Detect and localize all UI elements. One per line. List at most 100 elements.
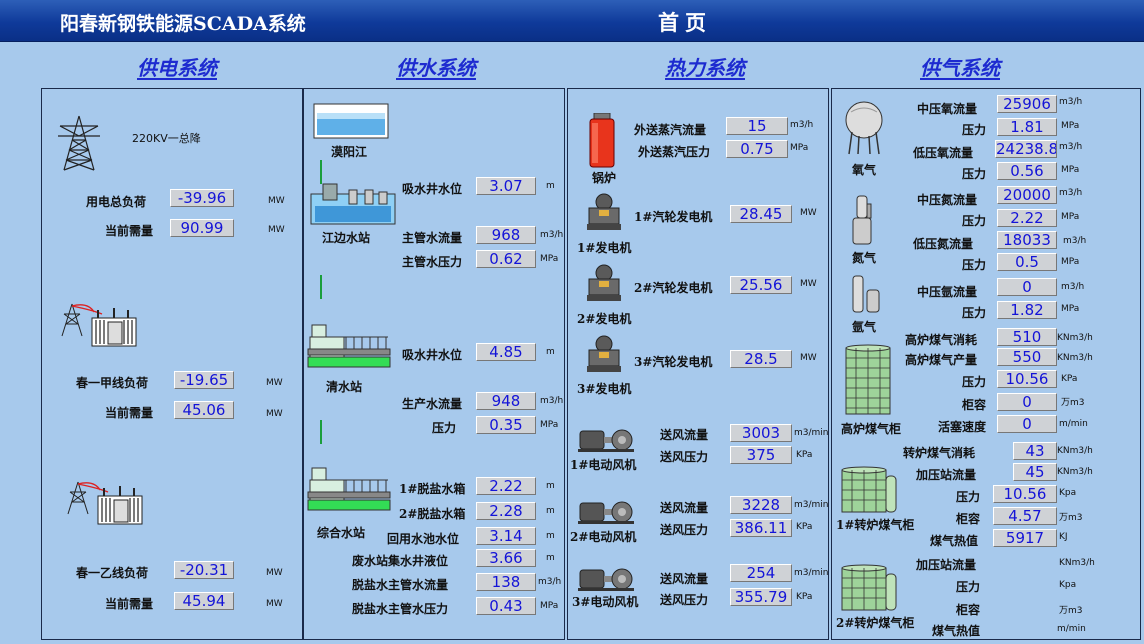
bf-gas-holder-name: 高炉煤气柜 [841,422,902,436]
converter-gas-volume-1-unit: 万m3 [1059,513,1083,523]
production-flow-unit: m3/h [540,396,564,406]
section-title-heat[interactable]: 热力系统 [665,56,745,80]
argon-tank-icon [851,274,883,316]
reuse-pool-level-unit: m [546,531,555,541]
waste-well-level-value: 3.66 [476,549,536,567]
section-title-power[interactable]: 供电系统 [137,56,217,80]
fan-2-flow-value: 3228 [730,496,792,514]
generator-2-icon [585,263,623,303]
oxygen-mp-pressure-unit: MPa [1061,121,1080,131]
page-title[interactable]: 首页 [658,10,712,35]
piston-speed-label: 活塞速度 [938,420,987,434]
integrated-water-station-icon [306,464,392,514]
oxygen-mp-pressure-value: 1.81 [997,118,1057,136]
power-total-load-unit: MW [268,196,285,206]
desalt-main-flow-label: 脱盐水主管水流量 [352,578,449,592]
boiler-icon [588,113,616,169]
riverside-level-unit: m [546,181,555,191]
bf-gas-consumption-label: 高炉煤气消耗 [905,333,978,347]
piston-speed-value: 0 [997,415,1057,433]
desalt-main-flow-value: 138 [476,573,536,591]
riverside-flow-value: 968 [476,226,536,244]
generator-3-unit: MW [800,353,817,363]
riverside-flow-label: 主管水流量 [402,231,463,245]
argon-name: 氩气 [852,320,877,334]
steam-flow-value: 15 [726,117,788,135]
bf-gas-output-value: 550 [997,348,1057,366]
clear-level-value: 4.85 [476,343,536,361]
bf-gas-volume-unit: 万m3 [1061,398,1085,408]
riverside-level-label: 吸水井水位 [402,182,463,196]
transformer-icon-2 [64,478,148,528]
bf-gas-pressure-value: 10.56 [997,370,1057,388]
power-demand-value: 90.99 [170,219,234,237]
power-demand-unit: MW [268,225,285,235]
fan-3-flow-label: 送风流量 [660,572,709,586]
desalt-tank-2-value: 2.28 [476,502,536,520]
transformer-icon [58,300,142,350]
app-title: 阳春新钢铁能源SCADA系统 [60,13,306,35]
fan-2-flow-label: 送风流量 [660,501,709,515]
fan-1-flow-label: 送风流量 [660,428,709,442]
production-pressure-unit: MPa [540,420,559,430]
line-a-load-label: 春一甲线负荷 [76,376,149,390]
converter-gas-consumption-label: 转炉煤气消耗 [903,446,976,460]
nitrogen-mp-pressure-label: 压力 [962,214,987,228]
argon-mp-pressure-value: 1.82 [997,301,1057,319]
argon-mp-flow-unit: m3/h [1061,282,1085,292]
panel-water [303,88,565,640]
argon-mp-pressure-unit: MPa [1061,304,1080,314]
fan-1-press-unit: KPa [796,450,813,460]
line-b-load-value: -20.31 [174,561,234,579]
steam-pressure-value: 0.75 [726,140,788,158]
desalt-tank-1-value: 2.22 [476,477,536,495]
desalt-tank-2-unit: m [546,506,555,516]
bf-gas-pressure-unit: KPa [1061,374,1078,384]
generator-1-name: 1#发电机 [577,241,632,255]
oxygen-name: 氧气 [852,163,877,177]
fan-1-press-label: 送风压力 [660,450,709,464]
steam-pressure-unit: MPa [790,143,809,153]
nitrogen-lp-pressure-unit: MPa [1061,257,1080,267]
converter-gas-holder-1-name: 1#转炉煤气柜 [836,518,915,532]
line-b-load-label: 春一乙线负荷 [76,566,149,580]
oxygen-mp-flow-unit: m3/h [1059,97,1083,107]
generator-1-icon [585,192,623,232]
section-title-gas[interactable]: 供气系统 [920,56,1000,80]
line-b-demand-label: 当前需量 [105,597,154,611]
gas-heat-value-2-unit: m/min [1057,624,1086,634]
oxygen-lp-flow-label: 低压氧流量 [913,146,974,160]
gas-heat-value-1-label: 煤气热值 [930,534,979,548]
flow-arrow-icon [319,160,323,184]
gas-heat-value-1-unit: KJ [1059,532,1068,542]
line-a-demand-value: 45.06 [174,401,234,419]
bf-gas-volume-label: 柜容 [962,398,987,412]
nitrogen-lp-flow-label: 低压氮流量 [913,237,974,251]
bf-gas-output-unit: KNm3/h [1057,353,1093,363]
oxygen-lp-flow-unit: m3/h [1059,142,1083,152]
converter-gas-pressure-2-unit: Kpa [1059,580,1077,590]
production-flow-label: 生产水流量 [402,397,463,411]
bf-gas-holder-icon [844,344,892,416]
gas-heat-value-1-value: 5917 [993,529,1057,547]
converter-gas-consumption-value: 43 [1013,442,1057,460]
nitrogen-mp-pressure-value: 2.22 [997,209,1057,227]
argon-mp-flow-label: 中压氩流量 [917,285,978,299]
oxygen-mp-flow-label: 中压氧流量 [917,102,978,116]
riverside-level-value: 3.07 [476,177,536,195]
converter-gas-volume-1-label: 柜容 [956,512,981,526]
desalt-tank-2-label: 2#脱盐水箱 [399,507,466,521]
pressure-station-flow-1-unit: KNm3/h [1057,467,1093,477]
oxygen-lp-flow-value: 24238.8 [995,140,1057,158]
pressure-station-flow-1-label: 加压站流量 [916,468,977,482]
fan-1-icon [578,427,634,453]
production-flow-value: 948 [476,392,536,410]
desalt-main-flow-unit: m3/h [538,577,562,587]
fan-2-press-value: 386.11 [730,519,792,537]
production-pressure-value: 0.35 [476,416,536,434]
argon-mp-pressure-label: 压力 [962,306,987,320]
converter-gas-volume-2-label: 柜容 [956,603,981,617]
converter-gas-volume-1-value: 4.57 [993,507,1057,525]
section-title-water[interactable]: 供水系统 [396,56,476,80]
clear-level-unit: m [546,347,555,357]
